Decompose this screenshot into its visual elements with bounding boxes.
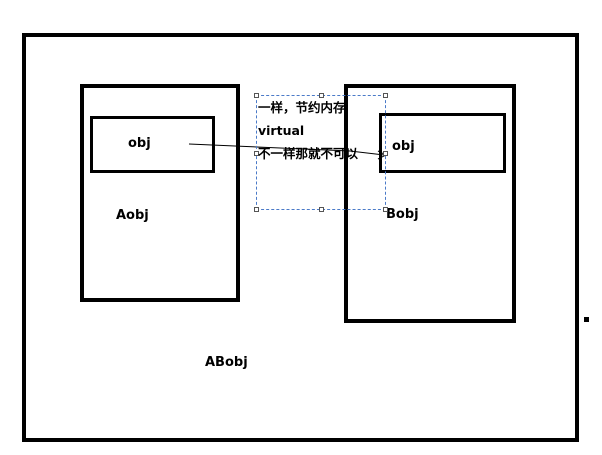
- resize-handle-top[interactable]: [319, 93, 324, 98]
- bobj-label: Bobj: [386, 207, 419, 222]
- annotation-text-frame[interactable]: [254, 93, 388, 212]
- resize-handle-bottom[interactable]: [319, 207, 324, 212]
- aobj-obj-label: obj: [128, 136, 151, 151]
- resize-handle-bottom-right[interactable]: [383, 207, 388, 212]
- annotation-line-1: 一样，节约内存: [258, 100, 346, 115]
- resize-handle-top-left[interactable]: [254, 93, 259, 98]
- resize-handle-bottom-left[interactable]: [254, 207, 259, 212]
- resize-handle-right[interactable]: [383, 151, 388, 156]
- annotation-line-3: 不一样那就不可以: [258, 146, 359, 161]
- canvas-edge-handle[interactable]: [584, 317, 589, 322]
- resize-handle-top-right[interactable]: [383, 93, 388, 98]
- annotation-line-2: virtual: [258, 123, 305, 138]
- bobj-obj-box: [379, 113, 506, 173]
- aobj-obj-box: [90, 116, 215, 173]
- resize-handle-left[interactable]: [254, 151, 259, 156]
- abobj-label: ABobj: [205, 355, 248, 370]
- aobj-label: Aobj: [116, 208, 149, 223]
- bobj-obj-label: obj: [392, 139, 415, 154]
